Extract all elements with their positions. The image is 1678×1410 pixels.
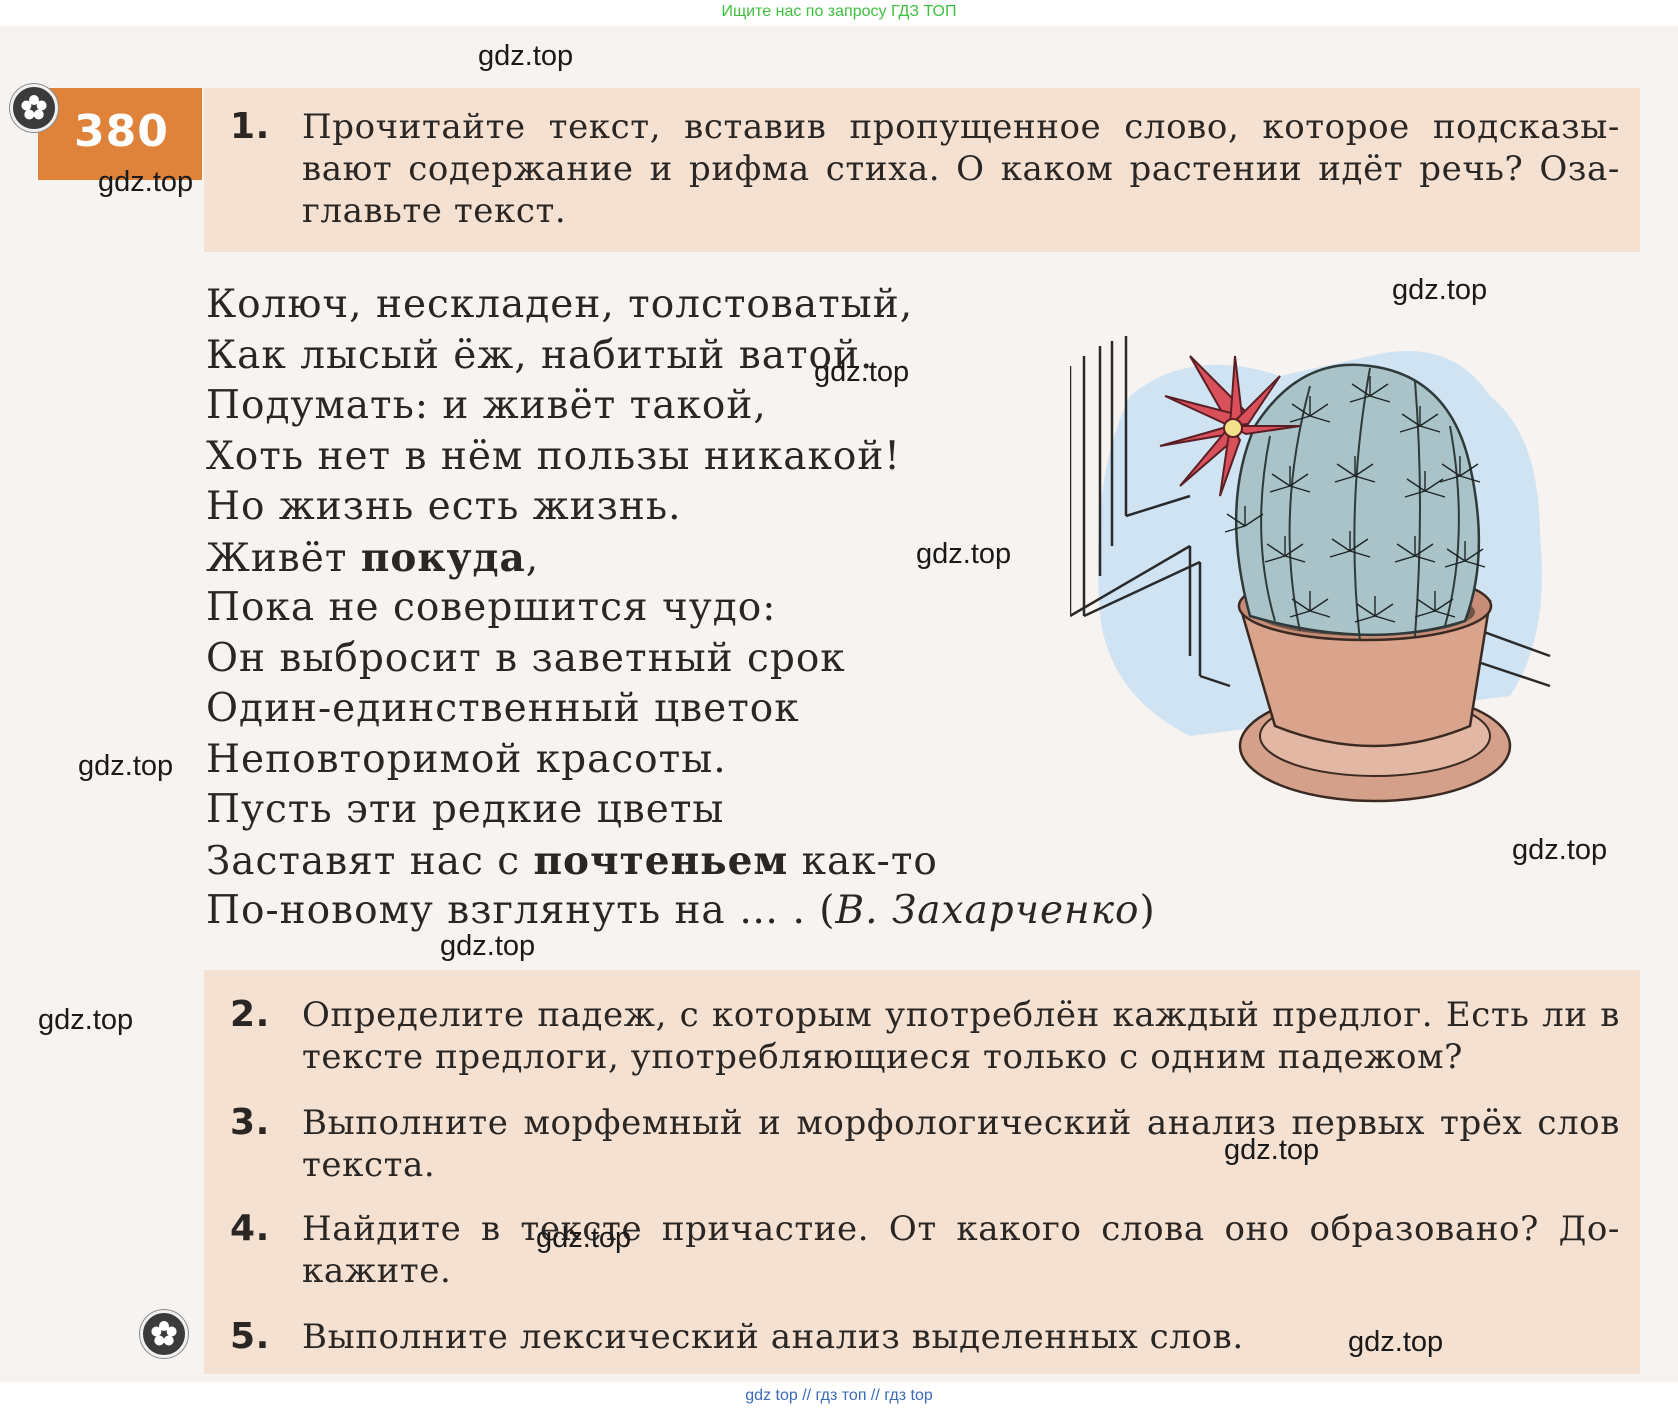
poem-author: В. Захарченко bbox=[835, 888, 1140, 933]
poem-line: По-новому взглянуть на … . (В. Захарченк… bbox=[206, 888, 1156, 933]
watermark: gdz.top bbox=[1392, 274, 1488, 306]
watermark: gdz.top bbox=[916, 538, 1012, 570]
poem-line: Один-единственный цветок bbox=[206, 686, 800, 731]
watermark: gdz.top bbox=[440, 930, 536, 962]
watermark: gdz.top bbox=[38, 1004, 134, 1036]
task-text: Выполните лексический анализ выделенных … bbox=[302, 1317, 1244, 1357]
bottom-banner[interactable]: gdz top // гдз топ // гдз top bbox=[745, 1387, 933, 1404]
task-text: Определите падеж, с которым употреблён к… bbox=[302, 995, 1620, 1077]
cactus-illustration bbox=[1070, 336, 1551, 803]
poem-line: Он выбросит в заветный срок bbox=[206, 635, 846, 681]
task-number: 1. bbox=[230, 106, 270, 147]
poem-line: Пусть эти редкие цветы bbox=[206, 787, 725, 832]
top-banner[interactable]: Ищите нас по запросу ГДЗ ТОП bbox=[721, 3, 957, 20]
flower-badge-icon bbox=[140, 1310, 188, 1358]
poem-line: Но жизнь есть жизнь. bbox=[206, 484, 682, 529]
highlighted-word: покуда bbox=[360, 534, 526, 581]
poem-line: Подумать: и живёт такой, bbox=[206, 383, 767, 428]
poem-line: Неповторимой красоты. bbox=[206, 736, 727, 782]
poem-line: Пока не совершится чудо: bbox=[206, 585, 777, 630]
watermark: gdz.top bbox=[536, 1222, 632, 1254]
watermark: gdz.top bbox=[1348, 1326, 1444, 1358]
task-1-box: 1. Прочитайте текст, вставив пропущенное… bbox=[204, 88, 1640, 252]
exercise-number: 380 bbox=[74, 106, 169, 157]
watermark: gdz.top bbox=[1512, 834, 1608, 866]
task-number: 5. bbox=[230, 1316, 270, 1357]
poem-line: Хоть нет в нём пользы никакой! bbox=[206, 433, 901, 479]
task-text: Выполните морфемный и морфологический ан… bbox=[302, 1103, 1620, 1185]
poem-line: Как лысый ёж, набитый ватой. bbox=[206, 332, 874, 378]
poem-line: Заставят нас с почтеньем как-то bbox=[206, 837, 938, 884]
watermark: gdz.top bbox=[98, 166, 194, 198]
task-text: Прочитайте текст, вставив пропущенное сл… bbox=[302, 107, 1620, 231]
textbook-page: 380 1. Прочитайте текст, вставив пропуще… bbox=[0, 26, 1678, 1382]
task-text: Найдите в тексте причастие. От какого сл… bbox=[302, 1209, 1620, 1291]
poem-line: Колюч, нескладен, толстоватый, bbox=[206, 282, 914, 327]
exercise-number-tab: 380 bbox=[38, 88, 202, 180]
watermark: gdz.top bbox=[78, 750, 174, 782]
flower-badge-icon bbox=[10, 84, 58, 132]
task-number: 4. bbox=[230, 1208, 270, 1249]
task-number: 2. bbox=[230, 994, 270, 1035]
highlighted-word: почтеньем bbox=[533, 837, 789, 884]
task-number: 3. bbox=[230, 1102, 270, 1143]
poem: Колюч, нескладен, толстоватый, Как лысый… bbox=[206, 280, 1206, 937]
watermark: gdz.top bbox=[478, 40, 574, 72]
tasks-box: 2. Определите падеж, с которым употреблё… bbox=[204, 970, 1640, 1374]
poem-line: Живёт покуда, bbox=[206, 534, 540, 581]
watermark: gdz.top bbox=[814, 356, 910, 388]
watermark: gdz.top bbox=[1224, 1134, 1320, 1166]
